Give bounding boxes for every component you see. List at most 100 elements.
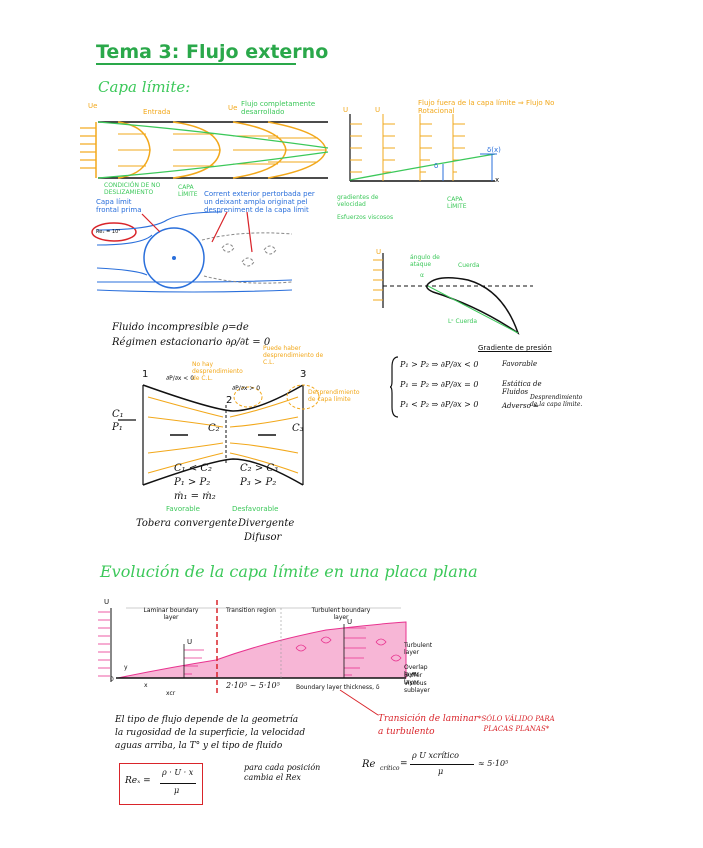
rex-num: ρ · U · x (162, 768, 194, 777)
recr-rhs: ≈ 5·10⁵ (478, 759, 509, 768)
title-underline (96, 63, 296, 65)
nozzle-l3: ṁ₁ = ṁ₂ (174, 491, 216, 502)
pressure-brace (389, 356, 399, 418)
solo-note1: *SÓLO VÁLIDO PARA (478, 715, 555, 723)
nozzle-desp: Desprendimiento de capa límite (308, 389, 360, 403)
pressure-r3b: Adverso ⇒ (502, 402, 539, 410)
plate-turbulent: Turbulent boundary layer (311, 607, 371, 621)
pipe-desarrollado: Flujo completamente desarrollado (241, 100, 316, 116)
transition-note: Transición de laminar a turbulento (378, 713, 478, 739)
bl-delta-y: δ(x) (487, 146, 501, 154)
bottom-p2: la rugosidad de la superficie, la veloci… (115, 728, 306, 738)
recr-sub: crítico (380, 765, 400, 772)
recr-eq: = (400, 759, 408, 769)
plate-range: 2·10⁵ ~ 5·10⁵ (226, 681, 280, 690)
plate-u: U (104, 598, 110, 606)
plate-y: y (124, 664, 128, 671)
rex-box: Reₓ = ρ · U · x μ (119, 763, 203, 805)
bl-u2: U (375, 106, 381, 114)
page-title: Tema 3: Flujo externo (96, 41, 329, 63)
nozzle-n1: 1 (142, 369, 149, 380)
plate-thickness: Boundary layer thickness, δ (296, 684, 380, 691)
bl-x: x (495, 176, 500, 184)
recr-fraction-line (410, 764, 474, 765)
transition-note1: Transición de laminar (378, 714, 479, 724)
recr-den: μ (438, 767, 444, 776)
boundary-layer-drawing (349, 114, 497, 182)
pipe-condicion: CONDICIÓN DE NO DESLIZAMIENTO (104, 182, 161, 196)
pipe-u-in: Ue (88, 102, 98, 110)
pipe-capa: CAPA LÍMITE (178, 184, 198, 198)
transition-note2: a turbulento (378, 727, 435, 737)
cylinder-drawing (91, 211, 293, 293)
note-incompresible: Fluido incompresible ρ=de (112, 322, 249, 333)
pressure-title: Gradiente de presión (478, 344, 552, 352)
pressure-r3c: Desprendimiento de la capa límite. (530, 394, 583, 408)
nozzle-eq-left: ∂P/∂x < 0 (166, 375, 195, 382)
figure-pipe-flow: Ue Entrada Ue Flujo completamente desarr… (78, 100, 338, 198)
figure-airfoil: U ángulo de ataque α Cuerda Lᶜ Cuerda (368, 248, 538, 338)
bl-gradiente: gradientes de velocidad (337, 194, 379, 208)
pressure-r3a: P₁ < P₂ ⇒ ∂P/∂x > 0 (400, 400, 479, 409)
bl-delta: δ (434, 162, 439, 170)
nozzle-r2: P₃ > P₂ (240, 477, 277, 488)
nozzle-divergente: Divergente (238, 518, 295, 529)
cyl-frontal: Capa límit frontal prima (96, 198, 142, 214)
bl-u: U (343, 106, 349, 114)
recr-num: ρ U xcrítico (412, 751, 459, 760)
transition-arrow (339, 689, 379, 716)
nozzle-no-dep: No hay desprendimiento de C.L. (192, 361, 243, 382)
rex-lhs: Reₓ = (125, 776, 151, 786)
cyl-re: Reₓ = 10⁵ (96, 229, 121, 235)
nozzle-c1: C₁ (112, 409, 124, 420)
recr-lhs: Re (362, 759, 376, 770)
nozzle-c3: C₃ (292, 423, 304, 434)
plate-u3: U (347, 618, 353, 626)
airfoil-angulo: ángulo de ataque (410, 254, 440, 268)
section-evolucion: Evolución de la capa límite en una placa… (100, 562, 478, 581)
cyl-corrent: Corrent exterior pertorbada per un deixa… (204, 190, 315, 214)
plate-xcr: xcr (166, 690, 176, 697)
solo-note: *SÓLO VÁLIDO PARA PLACAS PLANAS* (478, 714, 555, 734)
airfoil-alpha: α (420, 272, 424, 279)
pressure-r1a: P₁ > P₂ ⇒ ∂P/∂x < 0 (400, 360, 479, 369)
solo-note2: PLACAS PLANAS* (483, 725, 550, 733)
plate-u2: U (187, 638, 193, 646)
nozzle-puede: Puede haber desprendimiento de C.L. (263, 345, 324, 366)
nozzle-fav: Favorable (166, 505, 200, 513)
figure-flat-plate: U Laminar boundary layer Transition regi… (96, 598, 432, 703)
nozzle-difusor: Difusor (244, 532, 282, 543)
nozzle-c2: C₂ (208, 423, 220, 434)
nozzle-p1: P₁ (112, 422, 123, 433)
nozzle-n2: 2 (226, 395, 233, 406)
bl-capa: CAPA LÍMITE (447, 196, 467, 210)
pressure-r1b: Favorable (502, 360, 538, 368)
bl-titulo: Flujo fuera de la capa límite ⇒ Flujo No… (418, 99, 555, 115)
figure-boundary-layer: U U Flujo fuera de la capa límite ⇒ Fluj… (335, 96, 595, 231)
plate-buffer: Buffer layer (404, 672, 423, 686)
rex-fraction-line (160, 783, 196, 784)
pipe-ue-out: Ue (228, 104, 238, 112)
rex-den: μ (174, 786, 180, 795)
nozzle-tobera: Tobera convergente (136, 518, 238, 529)
nozzle-n3: 3 (300, 369, 307, 380)
figure-cylinder: Reₓ = 10⁵ Capa límit frontal prima Corre… (91, 190, 322, 300)
bl-esfuerzos: Esfuerzos viscosos (337, 214, 394, 221)
nozzle-eq-right: ∂P/∂x > 0 (232, 385, 261, 392)
bottom-cada: para cada posición cambia el Rex (244, 763, 320, 783)
section-capa-limite: Capa límite: (98, 78, 191, 96)
plate-viscous: Viscous sublayer (404, 680, 430, 694)
flat-plate-drawing (98, 600, 407, 693)
plate-turb-layer: Turbulent layer (404, 642, 433, 656)
bottom-paragraph: El tipo de flujo depende de la geometría… (115, 714, 305, 753)
note-estacionario: Régimen estacionario ∂ρ/∂t = 0 (112, 337, 271, 348)
figure-nozzle: 1 2 3 C₁ P₁ C₂ C₃ ∂P/∂x < 0 No hay despr… (108, 345, 360, 550)
plate-transition: Transition region (226, 607, 276, 614)
pressure-r2b: Estática de Fluidos (502, 380, 542, 396)
bottom-cada1: para cada posición (244, 763, 321, 772)
airfoil-u: U (376, 248, 382, 256)
airfoil-long: Lᶜ Cuerda (448, 318, 478, 325)
nozzle-r1: C₂ > C₃ (240, 463, 279, 474)
plate-zero: 0 (110, 676, 114, 683)
nozzle-l1: C₁ < C₂ (174, 463, 213, 474)
